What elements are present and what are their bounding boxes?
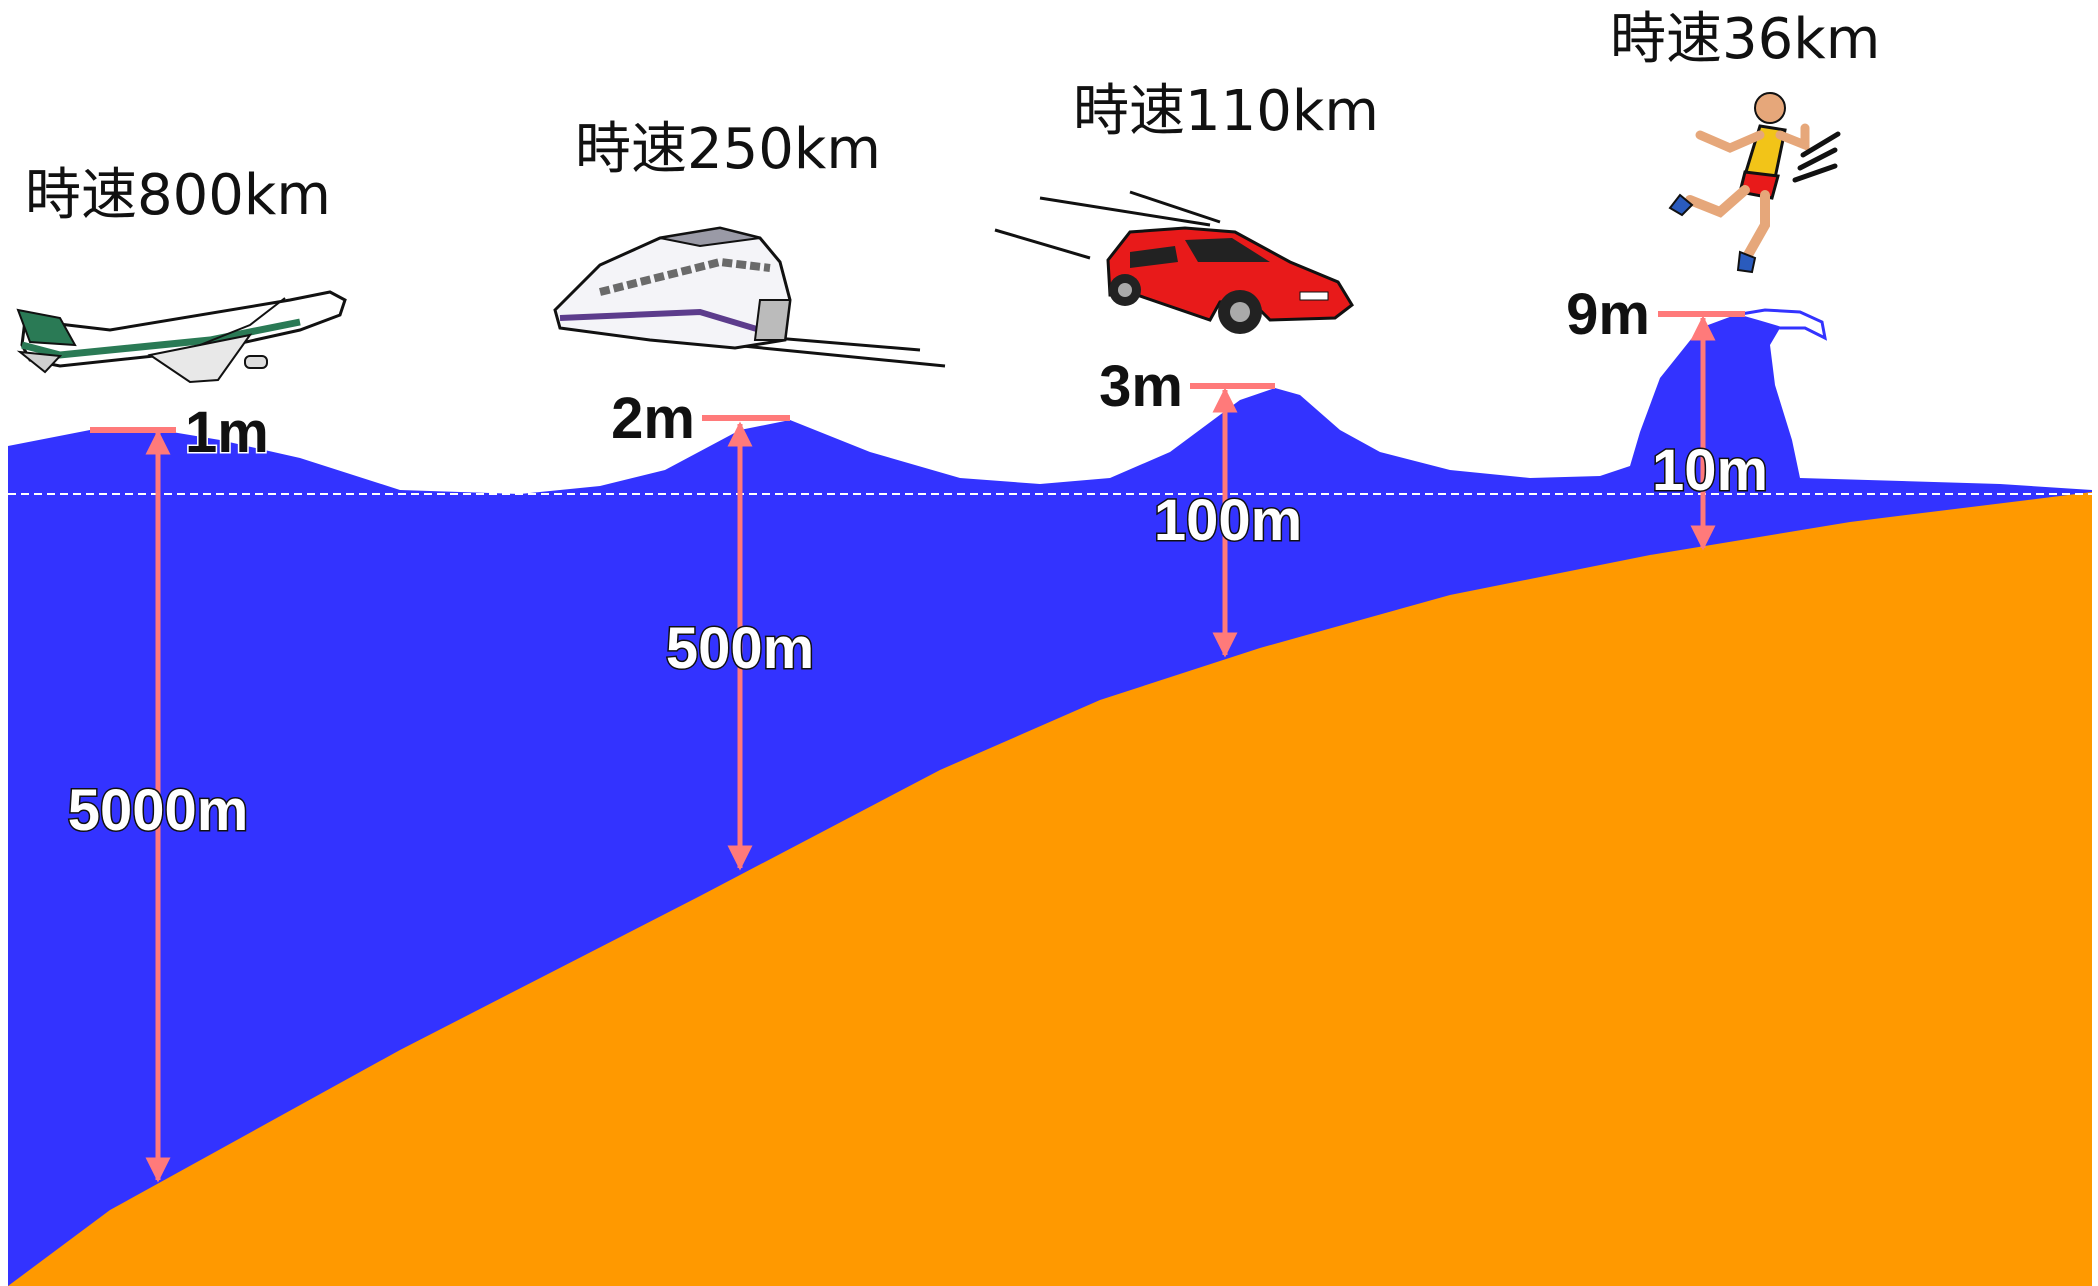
depth-label-2: 500m <box>666 616 814 681</box>
speed-label-2: 時速250km <box>575 117 881 182</box>
speed-label-3: 時速110km <box>1073 79 1379 144</box>
bullet-train-icon <box>553 226 946 368</box>
speed-label-4: 時速36km <box>1610 7 1880 72</box>
wave-height-label-2: 2m <box>611 386 695 451</box>
wave-height-label-3: 3m <box>1099 354 1183 419</box>
breaking-wave-crest <box>1734 308 1828 341</box>
sports-car-icon <box>994 190 1354 334</box>
runner-icon <box>1668 92 1841 274</box>
depth-label-1: 5000m <box>68 778 249 843</box>
speed-label-1: 時速800km <box>25 163 331 228</box>
wave-height-label-4: 9m <box>1566 282 1650 347</box>
seabed <box>8 492 2092 1286</box>
depth-label-3: 100m <box>1154 488 1302 553</box>
depth-label-4: 10m <box>1652 438 1768 503</box>
wave-height-label-1: 1m <box>185 400 269 465</box>
airplane-icon <box>16 290 347 384</box>
